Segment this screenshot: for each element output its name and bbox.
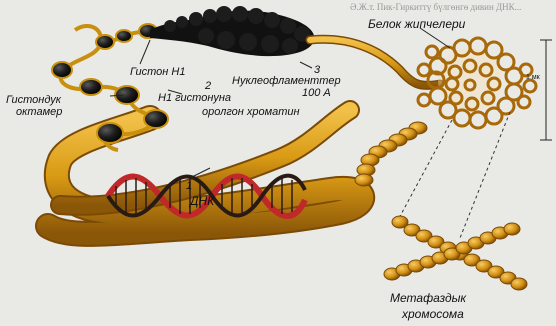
label-metaphase-2: хромосома — [402, 308, 464, 320]
nucleosome-balls — [52, 24, 168, 143]
label-histone-octamer-1: Гистондук — [6, 94, 61, 106]
label-histone-octamer-2: октамер — [16, 106, 62, 118]
label-nucleofilament-size: 100 А — [302, 87, 331, 99]
number-1: 1 — [186, 180, 192, 192]
label-scaffold-protein: Белок жипчелери — [368, 18, 465, 30]
lower-fiber-band — [48, 110, 362, 234]
scale-bar-label: 1 мк — [526, 72, 540, 84]
coiled-fiber — [355, 122, 427, 186]
metaphase-chromosome — [384, 216, 527, 290]
label-nucleofilament: Нуклеофламенттер — [232, 75, 341, 87]
label-histone-h1: Гистон Н1 — [130, 66, 185, 78]
label-h1-chromatin-1: Н1 гистонуна — [158, 92, 231, 104]
number-2: 2 — [205, 80, 211, 92]
label-dna: ДНК — [190, 195, 214, 207]
scale-bar — [540, 40, 552, 140]
label-metaphase-1: Метафаздык — [390, 292, 466, 304]
label-h1-chromatin-2: оролгон хроматин — [202, 106, 300, 118]
